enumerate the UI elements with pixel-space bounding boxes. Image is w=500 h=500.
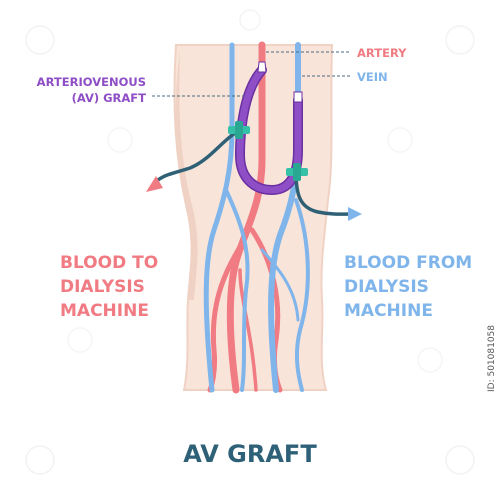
watermark — [25, 9, 475, 475]
diagram-title: AV GRAFT — [183, 440, 317, 468]
label-blood-from-line2: DIALYSIS — [344, 277, 429, 297]
needle-clamp-right — [286, 163, 308, 181]
label-graft-line2: (AV) GRAFT — [72, 91, 147, 105]
vein-left — [203, 42, 235, 393]
graft-tip-vein — [293, 91, 303, 103]
artery-branch-thin — [238, 268, 258, 392]
label-graft-line1: ARTERIOVENOUS — [37, 75, 146, 89]
leader-lines — [152, 51, 350, 97]
dialysis-tubes — [156, 128, 356, 216]
side-stamp: ID: 501081058 — [487, 325, 497, 392]
label-vein: VEIN — [357, 70, 388, 84]
arrow-in-icon — [348, 207, 362, 221]
tube-in — [294, 170, 356, 216]
label-blood-to-line1: BLOOD TO — [60, 253, 158, 273]
label-blood-from-line3: MACHINE — [344, 301, 433, 321]
arrow-out-icon — [146, 176, 163, 192]
label-blood-to-line2: DIALYSIS — [60, 277, 145, 297]
needle-clamp-left — [228, 121, 250, 139]
graft-tip-artery — [257, 61, 267, 73]
label-blood-to-line3: MACHINE — [60, 301, 149, 321]
vein-right — [294, 198, 310, 392]
limb-shading — [175, 50, 198, 300]
label-artery: ARTERY — [357, 46, 407, 60]
veins — [203, 42, 310, 393]
tube-out — [156, 128, 242, 182]
vein-cross — [260, 248, 300, 322]
vein-mid — [224, 188, 250, 392]
label-blood-from-line1: BLOOD FROM — [344, 253, 472, 273]
